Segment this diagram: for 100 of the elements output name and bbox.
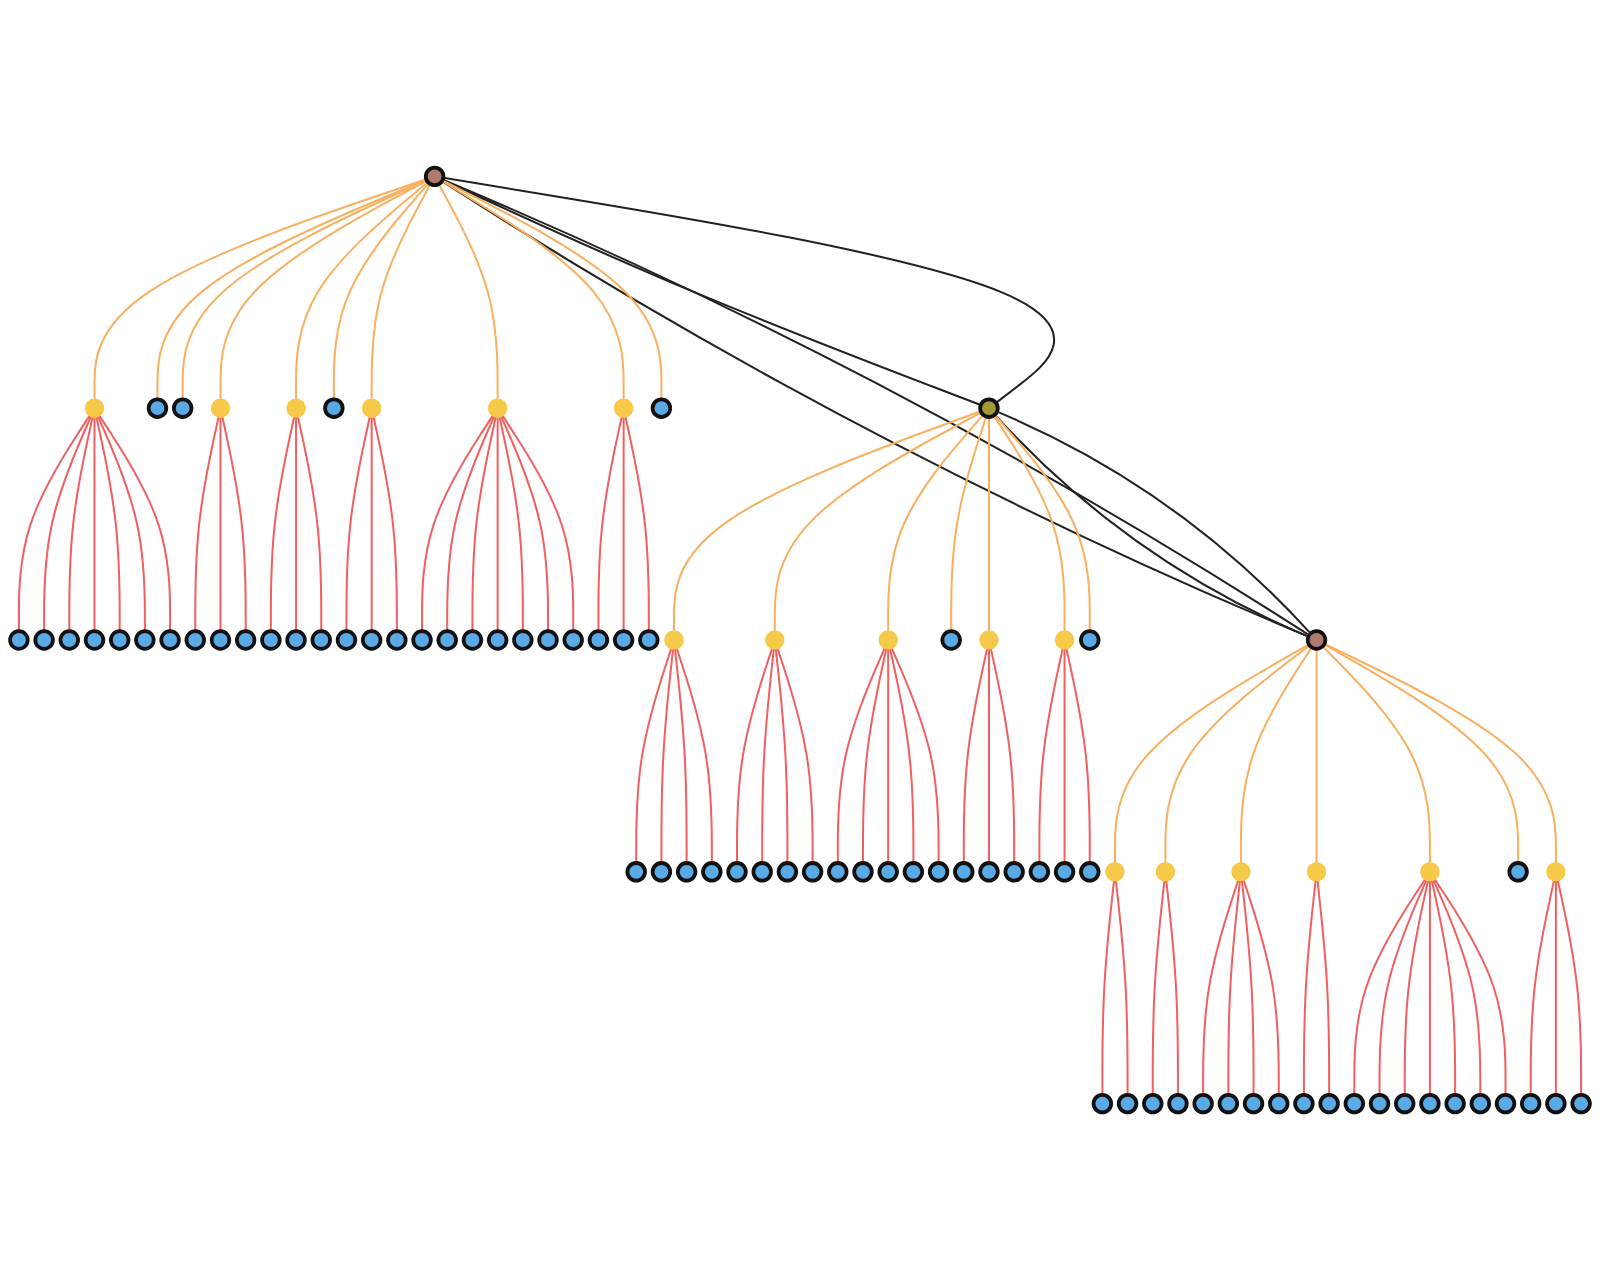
connector-line bbox=[673, 410, 982, 632]
junction-dot bbox=[664, 630, 684, 650]
node-circle bbox=[1394, 1092, 1416, 1115]
node-circle bbox=[146, 397, 169, 419]
connector-line bbox=[221, 416, 247, 632]
node-circle bbox=[1268, 1092, 1290, 1115]
node-circle bbox=[1494, 1092, 1517, 1115]
node-circle bbox=[1217, 1092, 1240, 1115]
connector-line bbox=[761, 648, 775, 863]
connector-line bbox=[1529, 880, 1555, 1095]
hub-node-circle bbox=[423, 165, 446, 188]
node-circle bbox=[260, 629, 282, 651]
connector-line bbox=[97, 415, 146, 632]
node-circle bbox=[1469, 1092, 1492, 1115]
connector-line bbox=[1554, 880, 1557, 1095]
node-circle bbox=[1570, 1092, 1592, 1115]
node-circle bbox=[411, 629, 433, 651]
node-circle bbox=[323, 397, 345, 419]
node-circle bbox=[184, 629, 206, 651]
node-circle bbox=[650, 397, 673, 419]
connector-line bbox=[345, 416, 371, 632]
connector-line bbox=[675, 648, 713, 863]
connector-line bbox=[295, 417, 298, 632]
connector-line bbox=[17, 415, 91, 632]
node-circle bbox=[776, 861, 799, 883]
node-circle bbox=[512, 629, 534, 651]
node-circle bbox=[726, 861, 748, 883]
node-circle bbox=[159, 629, 181, 651]
node-circle bbox=[310, 629, 332, 651]
hub-node-circle bbox=[978, 397, 1000, 419]
connector-line bbox=[98, 415, 172, 632]
connector-line bbox=[994, 414, 1091, 632]
connector-line bbox=[93, 178, 427, 400]
node-circle bbox=[1003, 861, 1025, 883]
node-circle bbox=[335, 629, 358, 651]
connector-line bbox=[1114, 880, 1129, 1095]
junction-dot bbox=[488, 398, 508, 418]
node-circle bbox=[1545, 1092, 1567, 1115]
node-circle bbox=[1079, 629, 1101, 651]
node-circle bbox=[827, 861, 849, 883]
connector-line bbox=[836, 647, 886, 863]
connector-line bbox=[1378, 879, 1428, 1095]
node-circle bbox=[1520, 1092, 1542, 1115]
node-circle bbox=[1507, 861, 1529, 883]
node-circle bbox=[953, 861, 975, 883]
connector-line bbox=[1164, 644, 1311, 863]
node-circle bbox=[1419, 1092, 1441, 1115]
connector-line bbox=[950, 416, 988, 632]
node-circle bbox=[1116, 1092, 1139, 1115]
connector-line bbox=[1240, 880, 1255, 1095]
node-circle bbox=[701, 861, 723, 883]
node-circle bbox=[386, 629, 408, 651]
connector-line bbox=[635, 648, 673, 863]
connector-line bbox=[1302, 880, 1317, 1095]
connector-line bbox=[1038, 648, 1064, 863]
connector-line bbox=[219, 417, 222, 632]
connector-line bbox=[1242, 879, 1280, 1095]
connector-line bbox=[332, 182, 430, 400]
connector-line bbox=[1227, 880, 1241, 1095]
connector-line bbox=[774, 648, 789, 863]
connector-line bbox=[622, 417, 625, 632]
connector-line bbox=[372, 416, 398, 632]
node-circle bbox=[940, 629, 962, 651]
connector-line bbox=[446, 415, 496, 632]
connector-line bbox=[194, 416, 220, 632]
connector-line bbox=[95, 416, 121, 632]
connector-line bbox=[1430, 880, 1457, 1095]
connector-line bbox=[437, 183, 499, 400]
node-circle bbox=[108, 629, 131, 651]
node-circle bbox=[625, 861, 647, 883]
junction-dot bbox=[85, 398, 104, 418]
connector-line bbox=[93, 417, 96, 632]
junction-dot bbox=[362, 398, 382, 418]
connector-line bbox=[1316, 880, 1331, 1095]
node-circle bbox=[1343, 1092, 1366, 1115]
connector-line bbox=[43, 415, 92, 632]
connector-line bbox=[673, 648, 688, 863]
connector-line bbox=[962, 648, 989, 863]
connector-line bbox=[1063, 648, 1066, 863]
node-circle bbox=[927, 861, 950, 883]
node-circle bbox=[562, 629, 584, 651]
connector-line bbox=[1165, 880, 1179, 1095]
connector-line bbox=[370, 417, 373, 632]
hub-node-circle bbox=[1305, 629, 1328, 651]
junction-dot bbox=[878, 630, 898, 650]
connector-line bbox=[269, 416, 296, 632]
connector-line bbox=[1428, 880, 1431, 1095]
connector-line bbox=[624, 416, 650, 632]
node-circle bbox=[751, 861, 773, 883]
connector-line bbox=[1353, 878, 1426, 1095]
node-circle bbox=[1053, 861, 1076, 883]
junction-dot bbox=[765, 630, 785, 650]
connector-line bbox=[1113, 643, 1310, 863]
node-circle bbox=[1293, 1092, 1315, 1115]
connector-line bbox=[1065, 648, 1091, 863]
connector-line bbox=[295, 181, 429, 400]
junction-dot bbox=[614, 398, 634, 418]
connector-line bbox=[889, 648, 915, 863]
connector-line bbox=[987, 648, 990, 863]
connector-line bbox=[1321, 645, 1431, 863]
